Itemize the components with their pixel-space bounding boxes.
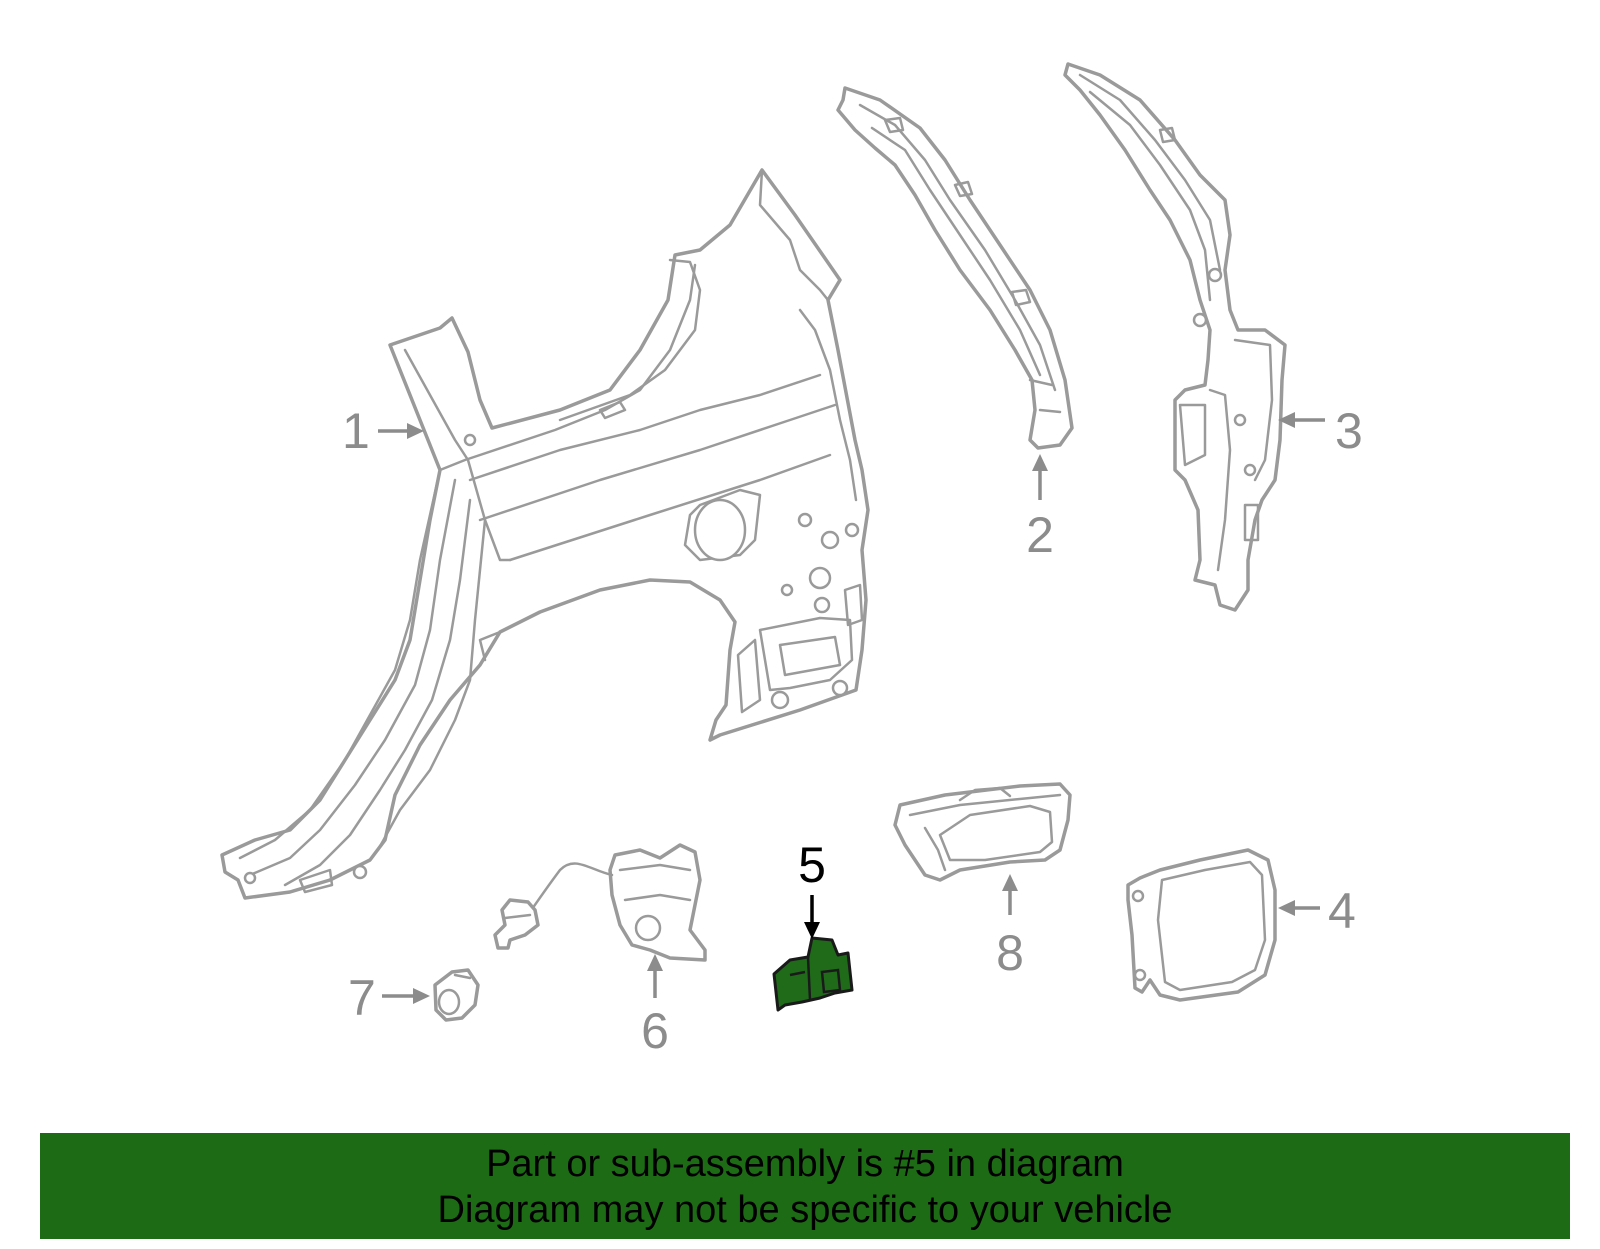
banner-line-part-number: Part or sub-assembly is #5 in diagram <box>486 1143 1124 1185</box>
part-5-highlighted-bracket[interactable] <box>772 936 854 1012</box>
part-4-fuel-door[interactable] <box>1126 848 1277 1002</box>
callout-5-highlighted: 5 <box>798 837 826 939</box>
callout-2-number: 2 <box>1026 507 1054 563</box>
callout-3-number: 3 <box>1335 403 1363 459</box>
callout-5-number: 5 <box>798 837 826 893</box>
info-banner: Part or sub-assembly is #5 in diagram Di… <box>40 1133 1570 1239</box>
callout-4: 4 <box>1278 883 1356 939</box>
callout-7: 7 <box>348 970 430 1026</box>
callout-1: 1 <box>342 403 424 459</box>
part-1-quarter-panel[interactable] <box>220 168 870 900</box>
callout-1-number: 1 <box>342 403 370 459</box>
callout-4-number: 4 <box>1328 883 1356 939</box>
part-2-pillar-reinforcement[interactable] <box>836 86 1074 450</box>
banner-line-disclaimer: Diagram may not be specific to your vehi… <box>437 1189 1173 1231</box>
part-7-clip[interactable] <box>433 968 480 1022</box>
part-3-inner-panel[interactable] <box>1063 62 1287 612</box>
callout-3: 3 <box>1278 403 1363 459</box>
callout-8-number: 8 <box>996 925 1024 981</box>
callout-7-number: 7 <box>348 970 376 1026</box>
part-6-actuator[interactable] <box>493 843 707 962</box>
callout-8: 8 <box>996 874 1024 981</box>
callout-2: 2 <box>1026 454 1054 563</box>
callout-6: 6 <box>641 954 669 1059</box>
callout-6-number: 6 <box>641 1003 669 1059</box>
part-8-filler-housing[interactable] <box>893 782 1072 882</box>
